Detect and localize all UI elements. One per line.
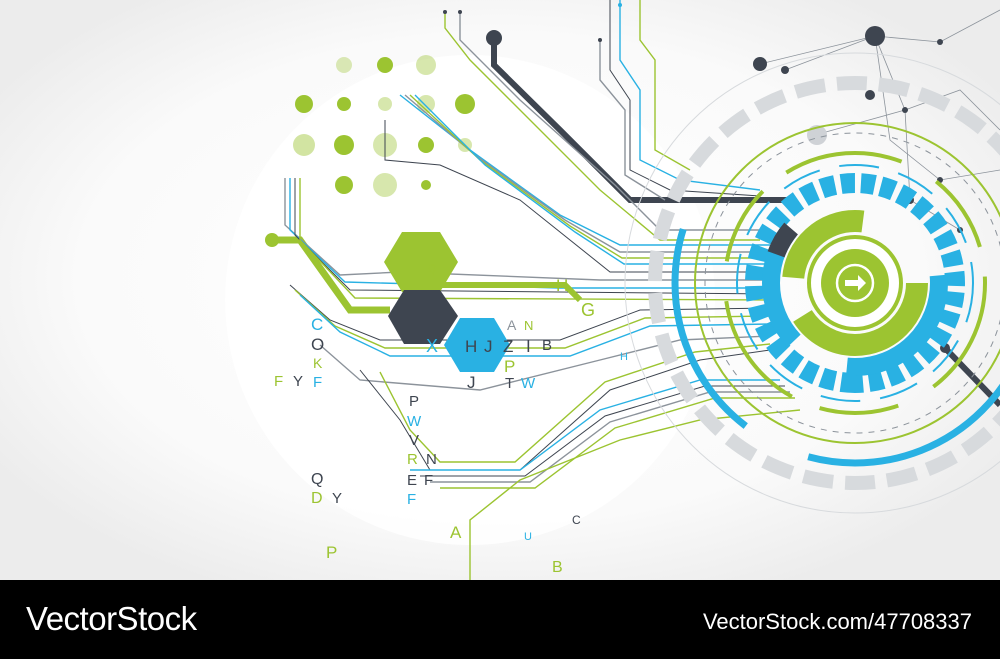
letter-glyph: E	[407, 472, 417, 489]
letter-glyph: C	[311, 315, 323, 334]
letter-glyph: F	[424, 472, 433, 489]
letter-glyph: A	[450, 523, 462, 542]
letter-glyph: W	[407, 413, 422, 430]
letter-glyph: Q	[311, 471, 323, 488]
letter-glyph: N	[524, 318, 533, 333]
letter-glyph: A	[507, 317, 517, 333]
letter-glyph: O	[311, 335, 324, 354]
dot-grid	[293, 55, 475, 197]
letter-glyph: H	[556, 276, 568, 295]
letter-glyph: Z	[503, 337, 513, 356]
letter-glyph: U	[524, 531, 532, 543]
arrow-right-icon	[845, 275, 866, 291]
letter-glyph: J	[484, 337, 493, 356]
letter-glyph: P	[326, 543, 337, 562]
letter-glyph: C	[572, 513, 581, 527]
letter-glyph: D	[311, 490, 323, 507]
letter-glyph: B	[552, 559, 563, 576]
footer-bar: VectorStock VectorStock.com/47708337	[0, 580, 1000, 659]
tech-gear	[624, 52, 1000, 514]
letter-glyph: B	[542, 337, 552, 354]
letter-glyph: I	[526, 337, 531, 356]
letter-glyph: T	[505, 375, 514, 392]
letter-glyph: Y	[293, 373, 303, 390]
image-credit: VectorStock.com/47708337	[702, 609, 972, 634]
letter-glyph: G	[581, 300, 595, 320]
letter-glyph: Q	[428, 263, 437, 275]
letter-glyph: J	[467, 373, 476, 392]
letter-glyph: R	[407, 451, 418, 468]
letter-glyph: K	[313, 355, 323, 371]
letter-glyph: V	[409, 432, 419, 449]
letter-glyph: P	[504, 357, 515, 376]
letter-glyph: F	[407, 491, 416, 508]
hexagon-cluster	[384, 232, 583, 372]
brand-logo: VectorStock	[26, 600, 197, 637]
letter-glyph: P	[409, 393, 419, 410]
letter-glyph: X	[426, 336, 438, 356]
letter-glyph: H	[620, 351, 628, 363]
letter-glyph: N	[426, 451, 437, 468]
letter-glyph: W	[521, 375, 536, 392]
letter-glyph: F	[313, 374, 322, 391]
network-nodes	[753, 26, 963, 233]
letter-glyph: F	[274, 373, 283, 390]
letter-glyph: Y	[332, 490, 342, 507]
letter-glyph: H	[465, 337, 477, 356]
